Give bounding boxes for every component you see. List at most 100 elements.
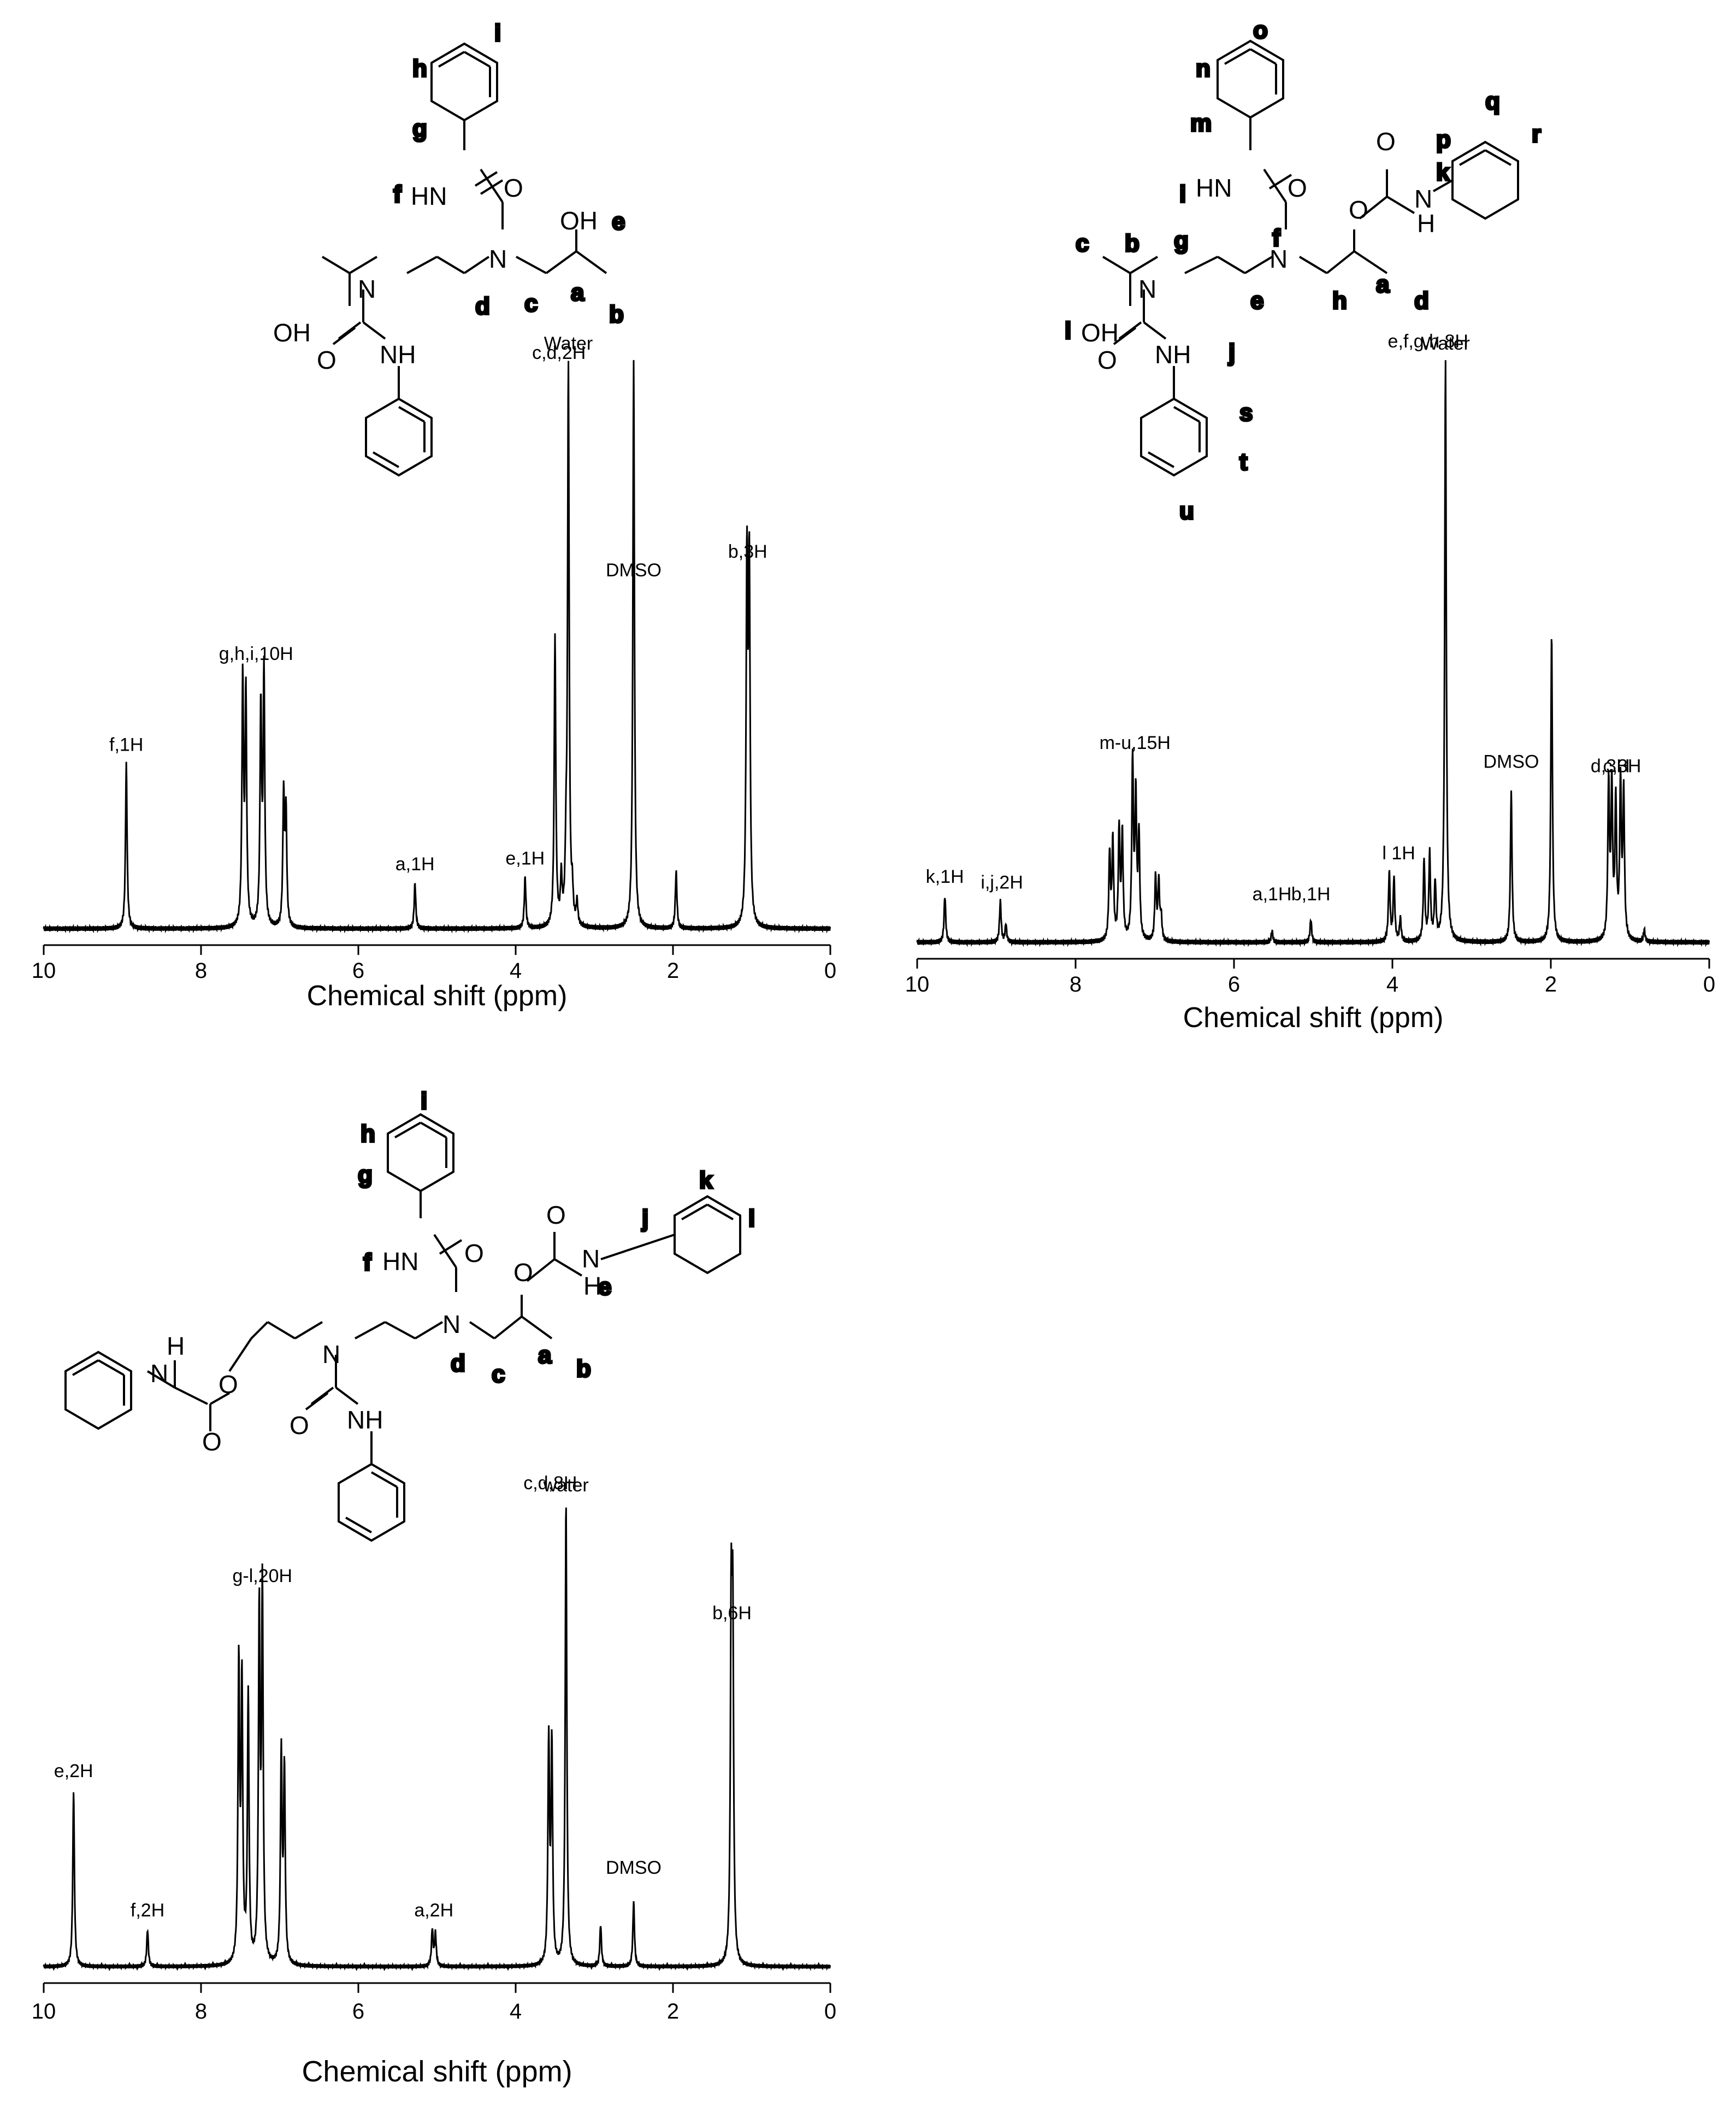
label-e: e [612, 208, 625, 235]
atom-n-2: N [322, 1340, 340, 1368]
label-t: t [1239, 449, 1248, 475]
structure-2: o n m i p q r k c b g f e h a d l j s t … [1064, 16, 1542, 526]
peak-annotation: a,1H [1253, 884, 1292, 905]
atom-o-5: O [219, 1370, 238, 1399]
atom-nh: NH [347, 1406, 383, 1434]
atom-n: N [1269, 245, 1288, 273]
atom-oh: OH [560, 207, 598, 235]
label-a: a [538, 1342, 552, 1368]
spectrum-panel-1: i h g f e a b c d HN O N OH N OH O NH 10… [0, 0, 868, 1065]
label-h: h [1332, 287, 1347, 314]
atom-h-2: H [167, 1332, 185, 1360]
atom-hn: HN [382, 1247, 418, 1276]
label-r: r [1532, 121, 1541, 148]
peak-annotation: e,2H [54, 1761, 93, 1781]
peak-annotation: c,3H [1603, 756, 1641, 776]
x-ticks-1: 10 8 6 4 2 0 [32, 945, 836, 983]
x-tick-label: 6 [352, 1999, 364, 2023]
label-g: g [358, 1161, 373, 1188]
peak-annotation: DMSO [606, 1857, 662, 1878]
peak-annotation: DMSO [606, 560, 662, 581]
label-a: a [571, 279, 584, 306]
x-tick-label: 2 [667, 1999, 679, 2023]
x-tick-label: 6 [1228, 972, 1240, 996]
atom-o: O [464, 1239, 484, 1267]
x-tick-label: 0 [824, 1999, 836, 2023]
atom-o-2: O [317, 346, 336, 374]
peak-annotation: water [543, 1475, 589, 1496]
spectrum-3-trace [43, 1507, 831, 1972]
atom-o-4: O [290, 1411, 309, 1439]
atom-nh: NH [1155, 340, 1191, 369]
x-axis-title: Chemical shift (ppm) [1183, 1002, 1444, 1034]
label-f: f [363, 1249, 371, 1276]
label-i: i [1179, 181, 1186, 208]
x-tick-label: 4 [1386, 972, 1398, 996]
peak-annotation: a,1H [395, 854, 435, 875]
atom-o-2: O [1349, 196, 1368, 224]
label-m: m [1190, 110, 1212, 137]
label-c: c [524, 290, 538, 317]
label-n: n [1196, 55, 1211, 82]
label-b: b [1125, 230, 1139, 257]
label-l: l [1065, 317, 1071, 344]
peak-annotation: g,h,i,10H [219, 644, 293, 664]
x-tick-label: 2 [667, 959, 679, 983]
label-h: h [361, 1120, 375, 1147]
peak-annotation: i,j,2H [981, 872, 1023, 893]
spectrum-2-trace [916, 360, 1710, 947]
peak-annotation: m-u,15H [1100, 733, 1171, 753]
label-d: d [451, 1350, 465, 1377]
label-e: e [598, 1273, 611, 1300]
atom-o-3: O [1376, 127, 1396, 156]
label-d: d [475, 293, 490, 320]
peak-annotation: f,2H [131, 1900, 164, 1921]
label-d: d [1414, 287, 1429, 314]
x-tick-label: 0 [824, 959, 836, 983]
atom-oh: OH [1081, 318, 1119, 347]
x-tick-label: 10 [905, 972, 930, 996]
spectrum-1-trace [43, 360, 831, 934]
atom-nh: NH [380, 340, 416, 369]
peak-annotation: a,2H [414, 1900, 453, 1921]
peak-annotation: Water [544, 333, 593, 354]
x-tick-label: 6 [352, 959, 364, 983]
peak-annotation: b,1H [1291, 884, 1331, 905]
atom-oh-2: OH [273, 318, 311, 347]
atom-n-4: N [150, 1359, 168, 1388]
peak-annotation: e,f,g,h 8H [1388, 331, 1468, 352]
label-o: o [1253, 17, 1268, 44]
peak-annotation: DMSO [1484, 752, 1539, 772]
x-axis-title: Chemical shift (ppm) [302, 2055, 572, 2088]
x-tick-label: 8 [195, 1999, 207, 2023]
label-h: h [412, 55, 427, 82]
label-j: j [1228, 339, 1235, 366]
spectrum-1-svg: i h g f e a b c d HN O N OH N OH O NH 10… [32, 19, 836, 1012]
atom-o: O [1288, 174, 1307, 202]
x-tick-label: 2 [1545, 972, 1557, 996]
label-q: q [1485, 88, 1500, 115]
x-tick-label: 4 [510, 959, 522, 983]
peak-annotation: l 1H [1382, 843, 1415, 864]
atom-n-3: N [1414, 185, 1432, 213]
spectrum-3-svg: i h g f k j l e a b c d HN O N O O N H N… [32, 1087, 836, 2088]
atom-o-2: O [513, 1258, 533, 1287]
atom-h: H [583, 1272, 601, 1300]
x-axis-title: Chemical shift (ppm) [307, 980, 568, 1012]
label-i: i [494, 20, 501, 46]
atom-n-2: N [1138, 275, 1156, 303]
peak-annotation: g-l,20H [233, 1566, 293, 1586]
atom-n-3: N [582, 1244, 600, 1273]
label-g: g [1174, 227, 1189, 254]
x-tick-label: 8 [195, 959, 207, 983]
atom-n-2: N [358, 275, 376, 303]
x-tick-label: 10 [32, 959, 56, 983]
peak-annotation: e,1H [505, 848, 545, 869]
atom-hn: HN [411, 182, 447, 210]
